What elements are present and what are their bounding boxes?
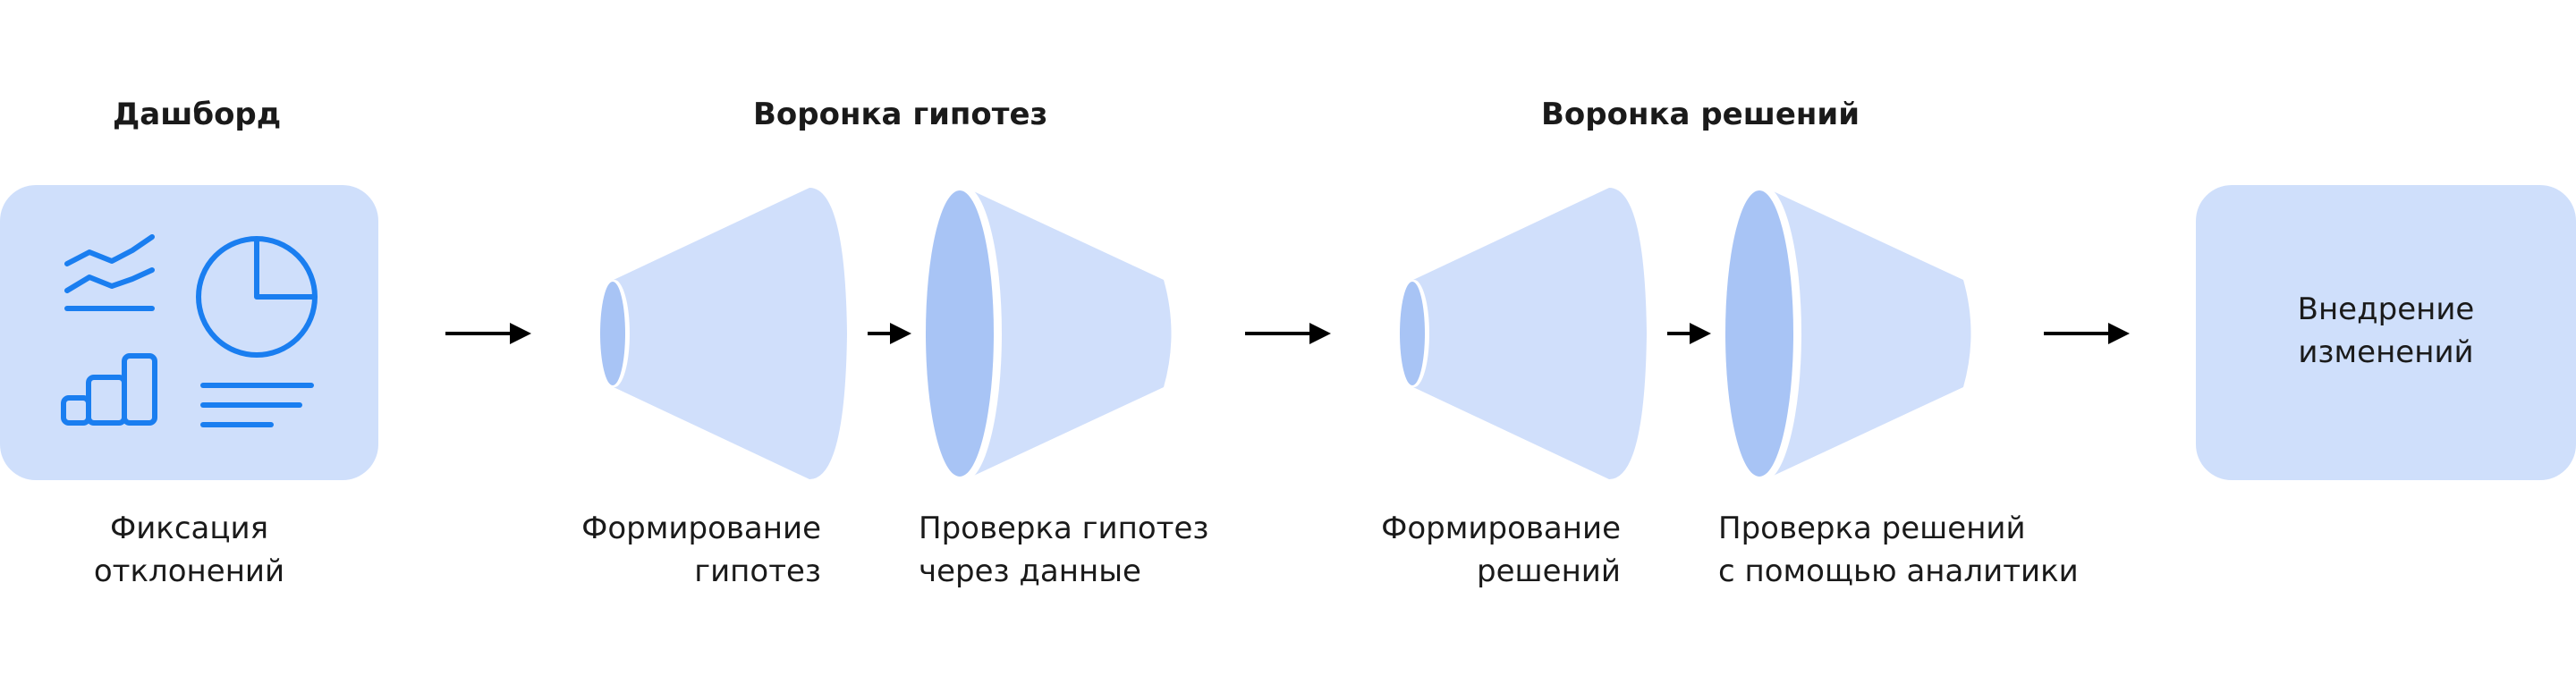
funnel-narrowing-icon (926, 186, 1172, 481)
implementation-label-line-1: Внедрение (2297, 291, 2475, 327)
text-lines-icon (200, 383, 314, 427)
pie-chart-icon (196, 236, 318, 358)
form-solutions-caption-line-1: Формирование (1381, 511, 1621, 546)
implementation-label: Внедрение изменений (2196, 288, 2576, 374)
arrow-right-icon (1245, 323, 1331, 344)
arrow-right-icon (445, 323, 531, 344)
funnel-narrowing-icon (1725, 186, 1971, 481)
check-solutions-caption: Проверка решений с помощью аналитики (1718, 507, 2079, 593)
dashboard-heading: Дашборд (113, 97, 282, 132)
dashboard-caption-line-2: отклонений (93, 553, 285, 589)
form-solutions-caption-line-2: решений (1477, 553, 1621, 589)
funnel-widening-icon (1399, 188, 1647, 479)
arrow-right-icon (1667, 323, 1711, 344)
dashboard-card (0, 185, 378, 480)
dashboard-caption-line-1: Фиксация (109, 511, 269, 546)
form-hypotheses-caption-line-2: гипотез (694, 553, 821, 589)
check-hypotheses-caption-line-2: через данные (919, 553, 1141, 589)
line-chart-icon (64, 234, 155, 311)
implementation-label-line-2: изменений (2298, 334, 2474, 370)
bar-chart-icon (61, 353, 157, 426)
check-solutions-caption-line-1: Проверка решений (1718, 511, 2026, 546)
form-solutions-caption: Формирование решений (1283, 507, 1621, 593)
form-hypotheses-caption-line-1: Формирование (581, 511, 821, 546)
arrow-right-icon (868, 323, 911, 344)
implementation-card (2196, 185, 2576, 480)
check-solutions-caption-line-2: с помощью аналитики (1718, 553, 2079, 589)
check-hypotheses-caption: Проверка гипотез через данные (919, 507, 1208, 593)
check-hypotheses-caption-line-1: Проверка гипотез (919, 511, 1209, 546)
dashboard-caption: Фиксация отклонений (0, 507, 378, 593)
solutions-funnel-heading: Воронка решений (1541, 97, 1860, 132)
form-hypotheses-caption: Формирование гипотез (483, 507, 821, 593)
arrow-right-icon (2044, 323, 2130, 344)
funnel-widening-icon (599, 188, 847, 479)
hypotheses-funnel-heading: Воронка гипотез (753, 97, 1048, 132)
